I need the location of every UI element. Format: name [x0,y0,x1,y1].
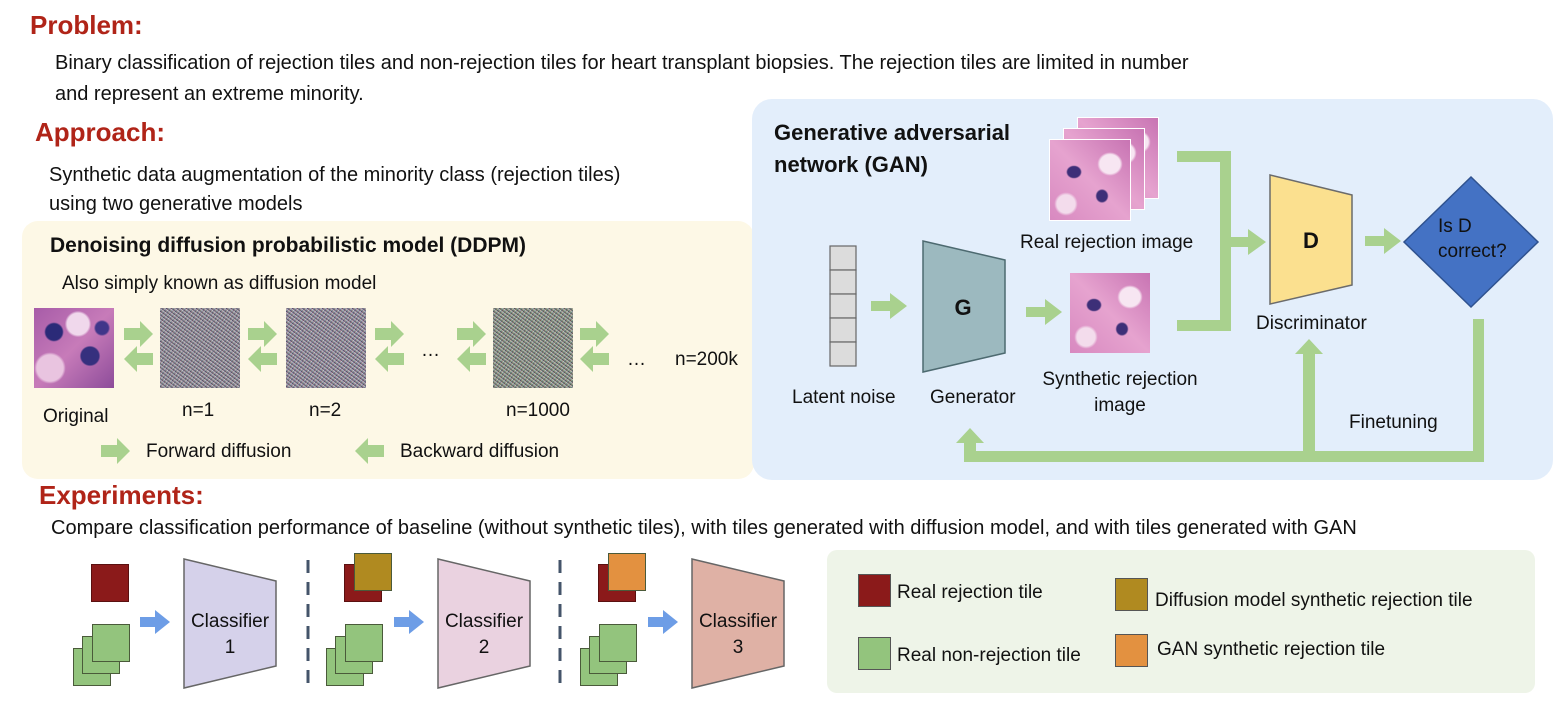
ddpm-title: Denoising diffusion probabilistic model … [50,234,526,257]
latent-noise-label: Latent noise [792,387,896,408]
ddpm-arrows [101,321,609,464]
real-rejection-image [1049,139,1131,221]
noise-tile-n1000 [493,308,573,388]
classifier-3-number: 3 [733,637,744,658]
gan-title-line-2: network (GAN) [774,152,928,177]
synthetic-rejection-image [1070,273,1150,353]
legend-swatch-real-non-rejection [858,637,891,670]
group1-non-rejection-tile-front [92,624,130,662]
classifier-3-word: Classifier [699,611,778,632]
group1-real-rejection-tile [91,564,129,602]
backward-arrow-3 [375,346,404,372]
finetuning-feedback-loop [956,319,1484,462]
experiments-description: Compare classification performance of ba… [51,517,1357,539]
discriminator-to-decision-arrow [1365,228,1401,254]
legend-diffusion-synthetic: Diffusion model synthetic rejection tile [1155,590,1473,611]
discriminator-label: Discriminator [1256,313,1367,334]
legend-real-rejection: Real rejection tile [897,582,1043,603]
gan-flow-arrows [871,151,1484,462]
group2-non-rejection-tile-front [345,624,383,662]
backward-arrow-4 [457,346,486,372]
synthetic-label-line-2: image [1094,395,1146,416]
experiment-arrow-3 [648,610,678,634]
classifier-2-block [437,558,531,689]
group2-diffusion-synthetic-tile [354,553,392,591]
discriminator-block [1269,174,1353,305]
experiment-arrow-2 [394,610,424,634]
generator-to-synthetic-arrow [1026,299,1062,325]
backward-arrow-2 [248,346,277,372]
experiment-arrows [140,610,678,634]
ellipsis-2: … [627,349,646,370]
step-label-original: Original [43,406,109,427]
finetuning-label: Finetuning [1349,412,1438,433]
approach-line-1: Synthetic data augmentation of the minor… [49,164,621,186]
classifier-2-number: 2 [479,637,490,658]
noise-to-generator-arrow [871,293,907,319]
legend-backward-arrow [355,438,384,464]
noise-tile-n1 [160,308,240,388]
classifier-1-number: 1 [225,637,236,658]
problem-line-1: Binary classification of rejection tiles… [55,52,1189,74]
classifier-1-block [183,558,277,689]
step-label-n2: n=2 [309,400,342,421]
step-label-final: n=200k [675,349,738,370]
original-tile-image [34,308,114,388]
group3-gan-synthetic-tile [608,553,646,591]
backward-arrow-5 [580,346,609,372]
legend-swatch-gan-synthetic [1115,634,1148,667]
legend-backward-label: Backward diffusion [400,441,560,462]
forward-arrow-2 [248,321,277,347]
group3-non-rejection-tile-front [599,624,637,662]
gan-title-line-1: Generative adversarial [774,120,1011,145]
backward-arrow-1 [124,346,153,372]
step-label-n1000: n=1000 [506,400,570,421]
ddpm-subtitle: Also simply known as diffusion model [62,273,377,294]
classifier-2-word: Classifier [445,611,524,632]
experiments-heading: Experiments: [39,480,204,510]
discriminator-letter: D [1303,228,1319,253]
problem-line-2: and represent an extreme minority. [55,83,364,105]
tile-legend-panel [827,550,1535,693]
generator-label: Generator [930,387,1016,408]
step-label-n1: n=1 [182,400,215,421]
synthetic-label-line-1: Synthetic rejection [1042,369,1198,390]
legend-forward-label: Forward diffusion [146,441,292,462]
problem-heading: Problem: [30,10,143,40]
forward-arrow-5 [580,321,609,347]
approach-line-2: using two generative models [49,193,303,215]
decision-line-1: Is D [1438,216,1472,237]
legend-swatch-real-rejection [858,574,891,607]
classifier-3-block [691,558,785,689]
images-to-discriminator-bracket [1177,151,1266,331]
legend-swatch-diffusion-synthetic [1115,578,1148,611]
legend-real-non-rejection: Real non-rejection tile [897,645,1081,666]
forward-arrow-3 [375,321,404,347]
generator-block [922,240,1006,373]
classifier-1-word: Classifier [191,611,270,632]
latent-noise-vector [829,245,857,367]
ellipsis-1: … [421,340,440,361]
generator-letter: G [954,295,971,320]
forward-arrow-1 [124,321,153,347]
forward-arrow-4 [457,321,486,347]
approach-heading: Approach: [35,117,165,147]
decision-diamond [1402,175,1540,309]
real-image-label: Real rejection image [1020,232,1194,253]
legend-gan-synthetic: GAN synthetic rejection tile [1157,639,1386,660]
legend-forward-arrow [101,438,130,464]
experiment-arrow-1 [140,610,170,634]
decision-line-2: correct? [1438,241,1507,262]
noise-tile-n2 [286,308,366,388]
